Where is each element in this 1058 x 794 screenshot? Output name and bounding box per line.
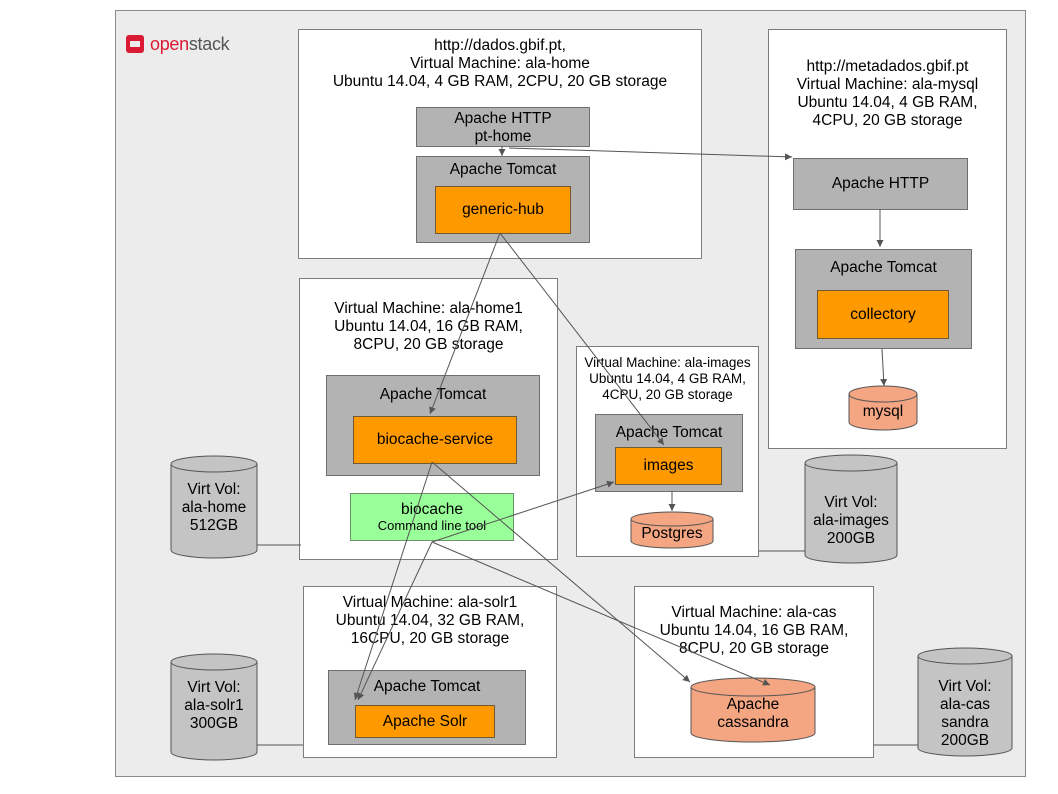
volume-ala-images-label: Virt Vol: ala-images 200GB bbox=[813, 494, 889, 547]
vm-ala-images: Virtual Machine: ala-images Ubuntu 14.04… bbox=[576, 346, 759, 557]
biocache-label: biocache bbox=[400, 501, 464, 518]
apache-http-pt-home: Apache HTTP pt-home bbox=[416, 107, 590, 147]
cassandra-cylinder bbox=[690, 677, 816, 743]
arrow-pt-home-to-metadados-http bbox=[508, 147, 793, 161]
apache-tomcat-ala-mysql-label: Apache Tomcat bbox=[830, 259, 937, 276]
vm-ala-cas-label: Virtual Machine: ala-cas Ubuntu 14.04, 1… bbox=[659, 604, 849, 657]
images: images bbox=[615, 447, 722, 485]
arrow-generic-hub-to-images bbox=[499, 232, 665, 446]
arrow-biocache-to-cassandra bbox=[431, 541, 771, 686]
apache-http-pt-home-label: Apache HTTP pt-home bbox=[454, 110, 552, 145]
openstack-logo-icon bbox=[126, 35, 144, 53]
volume-ala-cassandra-label: Virt Vol: ala-cas sandra 200GB bbox=[938, 678, 992, 749]
openstack-logo: openstack bbox=[126, 33, 230, 55]
volume-ala-images-cylinder bbox=[804, 454, 898, 564]
volume-ala-home-label: Virt Vol: ala-home 512GB bbox=[181, 481, 247, 534]
biocache-service: biocache-service bbox=[353, 416, 517, 464]
vm-ala-mysql: http://metadados.gbif.pt Virtual Machine… bbox=[768, 29, 1007, 449]
vm-ala-solr1: Virtual Machine: ala-solr1 Ubuntu 14.04,… bbox=[303, 586, 557, 758]
arrow-biocache-service-to-cassandra bbox=[431, 461, 691, 683]
mysql-cylinder bbox=[848, 385, 918, 431]
apache-tomcat-ala-solr1: Apache Tomcat Apache Solr bbox=[328, 670, 526, 745]
apache-tomcat-ala-home: Apache Tomcat generic-hub bbox=[416, 156, 590, 243]
arrow-tomcat-to-mysql bbox=[880, 348, 888, 387]
arrow-biocache-service-to-solr bbox=[353, 461, 433, 701]
apache-solr: Apache Solr bbox=[355, 705, 495, 738]
volume-ala-cassandra-cylinder bbox=[917, 647, 1013, 757]
vm-ala-mysql-label: http://metadados.gbif.pt Virtual Machine… bbox=[796, 58, 979, 129]
arrow-biocache-to-solr bbox=[357, 541, 433, 701]
vm-ala-home1: Virtual Machine: ala-home1 Ubuntu 14.04,… bbox=[299, 278, 558, 560]
vm-ala-home-label: http://dados.gbif.pt, Virtual Machine: a… bbox=[332, 37, 668, 90]
apache-tomcat-ala-home1-label: Apache Tomcat bbox=[379, 386, 487, 403]
arrow-biocache-to-images bbox=[431, 480, 615, 543]
mysql-label: mysql bbox=[862, 403, 904, 420]
volume-ala-solr1-label: Virt Vol: ala-solr1 300GB bbox=[184, 679, 244, 732]
apache-tomcat-ala-mysql: Apache Tomcat collectory bbox=[795, 249, 972, 349]
biocache-sub-label: Command line tool bbox=[377, 518, 487, 533]
collectory: collectory bbox=[817, 290, 949, 339]
vm-ala-images-label: Virtual Machine: ala-images Ubuntu 14.04… bbox=[584, 355, 751, 402]
volume-ala-home-cylinder bbox=[170, 455, 258, 559]
vm-ala-home1-label: Virtual Machine: ala-home1 Ubuntu 14.04,… bbox=[334, 300, 523, 353]
postgres-cylinder bbox=[630, 511, 714, 549]
apache-tomcat-ala-images-label: Apache Tomcat bbox=[615, 424, 723, 441]
apache-tomcat-ala-images: Apache Tomcat images bbox=[595, 414, 743, 492]
apache-tomcat-ala-home-label: Apache Tomcat bbox=[449, 161, 557, 178]
arrow-generic-hub-to-biocache-service bbox=[429, 232, 501, 415]
postgres-label: Postgres bbox=[641, 525, 703, 542]
vm-ala-solr1-label: Virtual Machine: ala-solr1 Ubuntu 14.04,… bbox=[335, 594, 525, 647]
openstack-logo-text: openstack bbox=[150, 33, 230, 54]
apache-tomcat-ala-home1: Apache Tomcat biocache-service bbox=[326, 375, 540, 476]
volume-ala-solr1-cylinder bbox=[170, 653, 258, 761]
cassandra-label: Apache cassandra bbox=[717, 696, 789, 731]
vm-ala-home: http://dados.gbif.pt, Virtual Machine: a… bbox=[298, 29, 702, 259]
apache-tomcat-ala-solr1-label: Apache Tomcat bbox=[373, 678, 481, 695]
generic-hub: generic-hub bbox=[435, 186, 571, 234]
apache-http-ala-mysql-label: Apache HTTP bbox=[831, 175, 930, 192]
apache-http-ala-mysql: Apache HTTP bbox=[793, 158, 968, 210]
biocache-command-line-tool: biocache Command line tool bbox=[350, 493, 514, 541]
